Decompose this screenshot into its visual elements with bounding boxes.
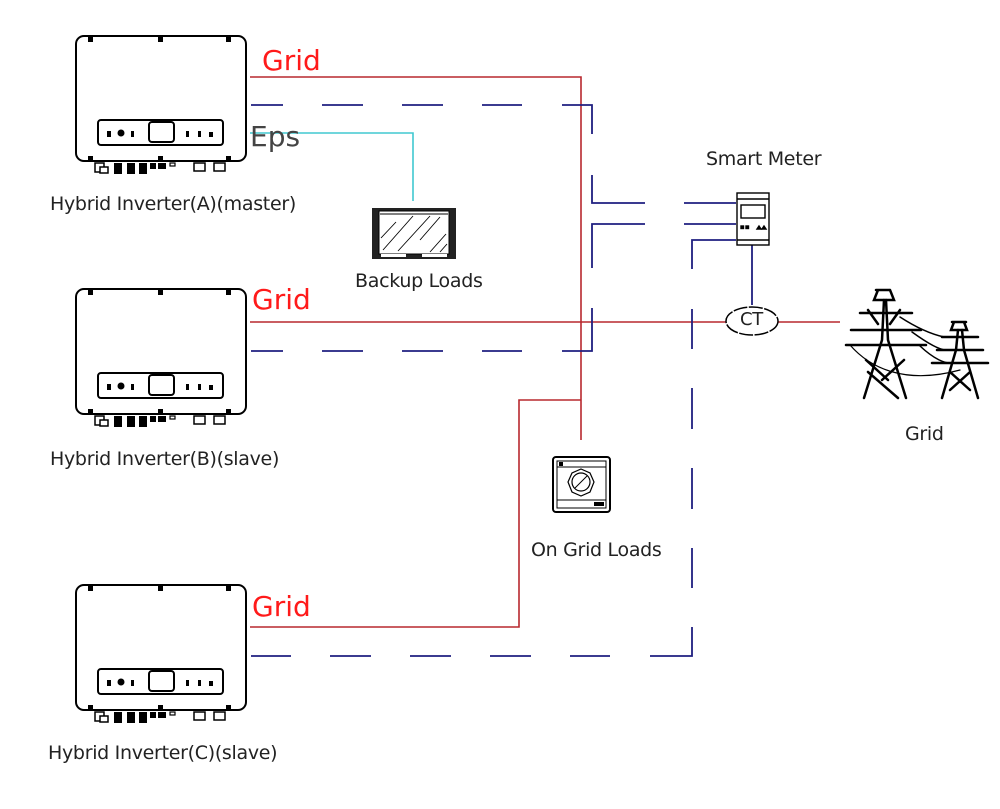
backup-loads-label: Backup Loads bbox=[355, 270, 483, 292]
ct-sensor bbox=[725, 306, 779, 336]
ct-label: CT bbox=[740, 309, 763, 330]
smart-meter-label: Smart Meter bbox=[706, 148, 822, 170]
inverter-c bbox=[75, 584, 247, 724]
grid-line-a bbox=[250, 76, 582, 440]
inverter-b-label: Hybrid Inverter(B)(slave) bbox=[50, 448, 280, 470]
grid-line-c bbox=[250, 399, 581, 628]
grid-label-c: Grid bbox=[252, 590, 311, 623]
transmission-tower-icon bbox=[844, 288, 990, 400]
inverter-a-label: Hybrid Inverter(A)(master) bbox=[50, 193, 296, 215]
tv-monitor-icon bbox=[372, 208, 456, 259]
on-grid-loads-label: On Grid Loads bbox=[531, 539, 662, 561]
eps-label-a: Eps bbox=[250, 120, 301, 153]
smart-meter-icon bbox=[736, 192, 770, 246]
comm-lines bbox=[251, 104, 753, 657]
utility-grid-label: Grid bbox=[905, 423, 944, 445]
inverter-a bbox=[75, 35, 247, 175]
inverter-c-label: Hybrid Inverter(C)(slave) bbox=[48, 742, 278, 764]
grid-label-a: Grid bbox=[262, 44, 321, 77]
eps-line bbox=[250, 132, 414, 201]
grid-power-lines bbox=[250, 76, 840, 628]
washing-machine-icon bbox=[552, 456, 611, 513]
inverter-b bbox=[75, 288, 247, 428]
grid-label-b: Grid bbox=[252, 283, 311, 316]
